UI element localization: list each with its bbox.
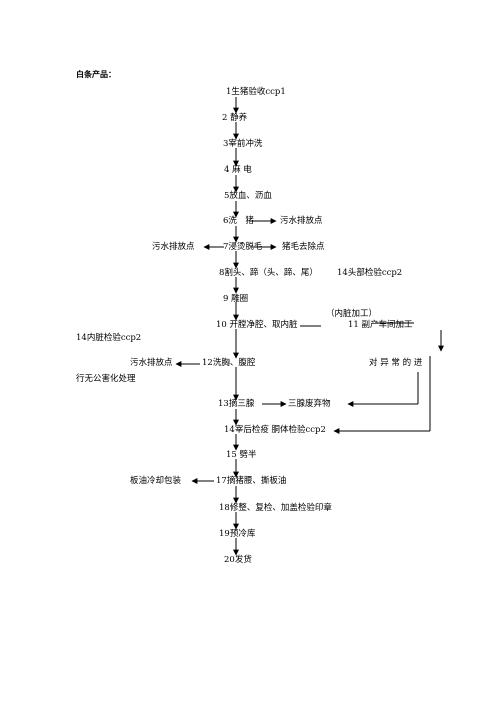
step-11-byproduct: 11 副产车间加工 xyxy=(348,320,413,330)
step-15: 15 劈半 xyxy=(226,450,257,460)
step-2: 2 静养 xyxy=(222,113,248,123)
step-7: 7浸烫脱毛 xyxy=(223,242,263,252)
organ-processing-note: （内脏加工） xyxy=(326,309,378,319)
wastewater-point-12: 污水排放点 xyxy=(130,358,173,368)
step-5: 5放血、沥血 xyxy=(224,191,272,201)
step-8: 8割头、蹄（头、蹄、尾） xyxy=(219,268,318,278)
step-6: 6洗 猪 xyxy=(223,216,254,226)
abnormal-treatment-line2: 行无公害化处理 xyxy=(76,374,136,384)
gland-waste: 三腺废弃物 xyxy=(288,399,331,409)
lard-cooling-packaging: 板油冷却包装 xyxy=(130,476,182,486)
wastewater-point-7: 污水排放点 xyxy=(152,242,195,252)
step-13: 13摘三腺 xyxy=(218,399,255,409)
step-3: 3宰前冲洗 xyxy=(223,139,263,149)
head-inspection: 14头部检验ccp2 xyxy=(337,268,403,278)
step-18: 18修整、复检、加盖检验印章 xyxy=(219,503,332,513)
step-10: 10 开膛净腔、取内脏 xyxy=(216,320,298,330)
step-14: 14宰后检疫 胴体检验ccp2 xyxy=(224,425,326,435)
abnormal-treatment-line1: 对 异 常 的 进 xyxy=(369,358,423,368)
step-19: 19预冷库 xyxy=(219,529,256,539)
step-12: 12洗胸、腹腔 xyxy=(202,358,256,368)
page-title: 白条产品： xyxy=(76,70,116,79)
step-1: 1生猪验收ccp1 xyxy=(226,87,286,97)
organ-inspection: 14内脏检验ccp2 xyxy=(76,333,142,343)
hair-removal-point: 猪毛去除点 xyxy=(282,242,325,252)
step-20: 20发货 xyxy=(224,555,252,565)
wastewater-point-6: 污水排放点 xyxy=(280,216,323,226)
step-4: 4 麻 电 xyxy=(224,165,252,175)
step-9: 9 雕圈 xyxy=(223,294,249,304)
step-17: 17摘猪腰、撕板油 xyxy=(216,476,287,486)
